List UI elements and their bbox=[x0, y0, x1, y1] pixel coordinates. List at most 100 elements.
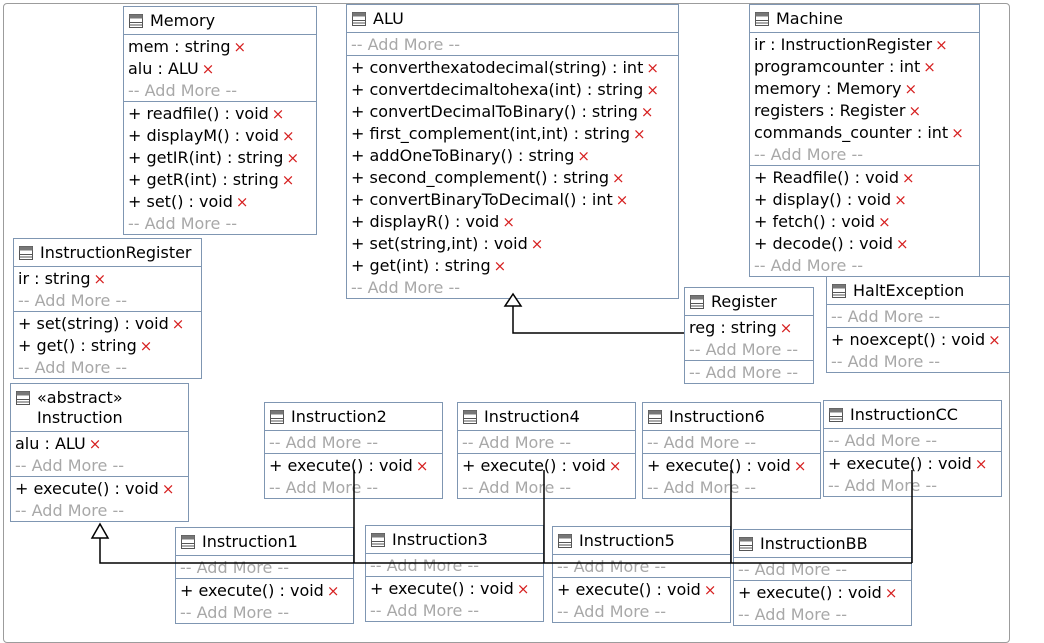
method-row[interactable]: + execute() : void× bbox=[557, 579, 726, 601]
delete-method-icon[interactable]: × bbox=[282, 127, 295, 145]
method-row[interactable]: + execute() : void× bbox=[269, 455, 438, 477]
delete-method-icon[interactable]: × bbox=[171, 315, 185, 333]
method-text[interactable]: + noexcept() : void bbox=[831, 330, 986, 349]
attribute-row[interactable]: memory : Memory× bbox=[754, 78, 975, 100]
delete-method-icon[interactable]: × bbox=[161, 480, 175, 498]
attribute-text[interactable]: ir : InstructionRegister bbox=[754, 35, 933, 54]
method-text[interactable]: + set() : void bbox=[128, 192, 233, 211]
delete-method-icon[interactable]: × bbox=[612, 169, 625, 187]
delete-method-icon[interactable]: × bbox=[577, 147, 590, 165]
method-row[interactable]: + Readfile() : void× bbox=[754, 167, 975, 189]
method-row[interactable]: + convertDecimalToBinary() : string× bbox=[351, 101, 674, 123]
class-name[interactable]: Instruction4 bbox=[484, 407, 580, 426]
class-haltexception[interactable]: HaltException-- Add More --+ noexcept() … bbox=[826, 276, 1010, 373]
delete-method-icon[interactable]: × bbox=[281, 171, 295, 189]
class-name[interactable]: Machine bbox=[776, 9, 843, 28]
attribute-row[interactable]: programcounter : int× bbox=[754, 56, 975, 78]
delete-attribute-icon[interactable]: × bbox=[923, 58, 936, 76]
add-attribute-link[interactable]: -- Add More -- bbox=[180, 558, 289, 577]
class-name[interactable]: HaltException bbox=[853, 281, 965, 300]
add-attribute-link[interactable]: -- Add More -- bbox=[18, 291, 127, 310]
attribute-row[interactable]: alu : ALU× bbox=[15, 433, 184, 455]
delete-method-icon[interactable]: × bbox=[640, 103, 654, 121]
method-row[interactable]: + execute() : void× bbox=[738, 582, 907, 604]
attribute-text[interactable]: ir : string bbox=[18, 269, 91, 288]
class-header[interactable]: Machine bbox=[750, 5, 979, 33]
class-instruction3[interactable]: Instruction3-- Add More --+ execute() : … bbox=[365, 525, 544, 622]
delete-method-icon[interactable]: × bbox=[878, 213, 891, 231]
delete-method-icon[interactable]: × bbox=[646, 59, 659, 77]
method-text[interactable]: + readfile() : void bbox=[128, 104, 269, 123]
method-row[interactable]: + set() : void× bbox=[128, 191, 312, 213]
attribute-text[interactable]: programcounter : int bbox=[754, 57, 921, 76]
method-row[interactable]: + noexcept() : void× bbox=[831, 329, 1005, 351]
add-attribute-link[interactable]: -- Add More -- bbox=[754, 145, 863, 164]
method-row[interactable]: + get() : string× bbox=[18, 335, 197, 357]
class-header[interactable]: Register bbox=[685, 288, 813, 316]
add-method-link[interactable]: -- Add More -- bbox=[828, 476, 937, 495]
add-method-link[interactable]: -- Add More -- bbox=[15, 501, 124, 520]
method-row[interactable]: + display() : void× bbox=[754, 189, 975, 211]
method-text[interactable]: + execute() : void bbox=[269, 456, 413, 475]
delete-method-icon[interactable]: × bbox=[235, 193, 249, 211]
method-row[interactable]: + addOneToBinary() : string× bbox=[351, 145, 674, 167]
class-header[interactable]: Instruction3 bbox=[366, 526, 543, 554]
method-text[interactable]: + get() : string bbox=[18, 336, 137, 355]
attribute-row[interactable]: ir : string× bbox=[18, 268, 197, 290]
attribute-text[interactable]: reg : string bbox=[689, 318, 777, 337]
method-text[interactable]: + execute() : void bbox=[180, 581, 324, 600]
attribute-text[interactable]: mem : string bbox=[128, 37, 231, 56]
delete-method-icon[interactable]: × bbox=[646, 81, 659, 99]
add-method-link[interactable]: -- Add More -- bbox=[831, 352, 940, 371]
class-header[interactable]: InstructionBB bbox=[734, 530, 911, 558]
method-text[interactable]: + fetch() : void bbox=[754, 212, 876, 231]
add-method-link[interactable]: -- Add More -- bbox=[754, 256, 863, 275]
method-text[interactable]: + displayR() : void bbox=[351, 212, 500, 231]
attribute-row[interactable]: ir : InstructionRegister× bbox=[754, 34, 975, 56]
method-text[interactable]: + set(string) : void bbox=[18, 314, 169, 333]
class-name[interactable]: Instruction3 bbox=[392, 530, 488, 549]
method-text[interactable]: + getR(int) : string bbox=[128, 170, 279, 189]
method-row[interactable]: + execute() : void× bbox=[180, 580, 349, 602]
delete-method-icon[interactable]: × bbox=[633, 125, 646, 143]
method-row[interactable]: + execute() : void× bbox=[370, 578, 539, 600]
delete-method-icon[interactable]: × bbox=[516, 580, 530, 598]
attribute-text[interactable]: commands_counter : int bbox=[754, 123, 949, 142]
method-row[interactable]: + second_complement() : string× bbox=[351, 167, 674, 189]
class-instruction5[interactable]: Instruction5-- Add More --+ execute() : … bbox=[552, 526, 731, 623]
method-row[interactable]: + displayR() : void× bbox=[351, 211, 674, 233]
add-attribute-link[interactable]: -- Add More -- bbox=[128, 81, 237, 100]
method-text[interactable]: + set(string,int) : void bbox=[351, 234, 528, 253]
add-attribute-link[interactable]: -- Add More -- bbox=[689, 340, 798, 359]
delete-method-icon[interactable]: × bbox=[895, 235, 909, 253]
add-attribute-link[interactable]: -- Add More -- bbox=[351, 35, 460, 54]
method-text[interactable]: + first_complement(int,int) : string bbox=[351, 124, 630, 143]
method-row[interactable]: + set(string) : void× bbox=[18, 313, 197, 335]
delete-attribute-icon[interactable]: × bbox=[951, 124, 964, 142]
method-text[interactable]: + convertdecimaltohexa(int) : string bbox=[351, 80, 644, 99]
class-header[interactable]: Instruction5 bbox=[553, 527, 730, 555]
attribute-row[interactable]: alu : ALU× bbox=[128, 58, 312, 80]
delete-attribute-icon[interactable]: × bbox=[201, 60, 215, 78]
add-attribute-link[interactable]: -- Add More -- bbox=[269, 433, 378, 452]
class-name[interactable]: Instruction2 bbox=[291, 407, 387, 426]
delete-method-icon[interactable]: × bbox=[703, 581, 717, 599]
delete-method-icon[interactable]: × bbox=[530, 235, 544, 253]
class-instruction4[interactable]: Instruction4-- Add More --+ execute() : … bbox=[457, 402, 636, 499]
method-text[interactable]: + execute() : void bbox=[370, 579, 514, 598]
delete-method-icon[interactable]: × bbox=[326, 582, 340, 600]
delete-method-icon[interactable]: × bbox=[271, 105, 285, 123]
method-text[interactable]: + decode() : void bbox=[754, 234, 893, 253]
add-attribute-link[interactable]: -- Add More -- bbox=[15, 456, 124, 475]
method-text[interactable]: + addOneToBinary() : string bbox=[351, 146, 575, 165]
class-header[interactable]: ALU bbox=[347, 5, 678, 33]
delete-method-icon[interactable]: × bbox=[974, 455, 988, 473]
class-instruction1[interactable]: Instruction1-- Add More --+ execute() : … bbox=[175, 527, 354, 624]
attribute-row[interactable]: commands_counter : int× bbox=[754, 122, 975, 144]
method-row[interactable]: + fetch() : void× bbox=[754, 211, 975, 233]
add-attribute-link[interactable]: -- Add More -- bbox=[462, 433, 571, 452]
method-text[interactable]: + second_complement() : string bbox=[351, 168, 609, 187]
class-instruction6[interactable]: Instruction6-- Add More --+ execute() : … bbox=[642, 402, 821, 499]
